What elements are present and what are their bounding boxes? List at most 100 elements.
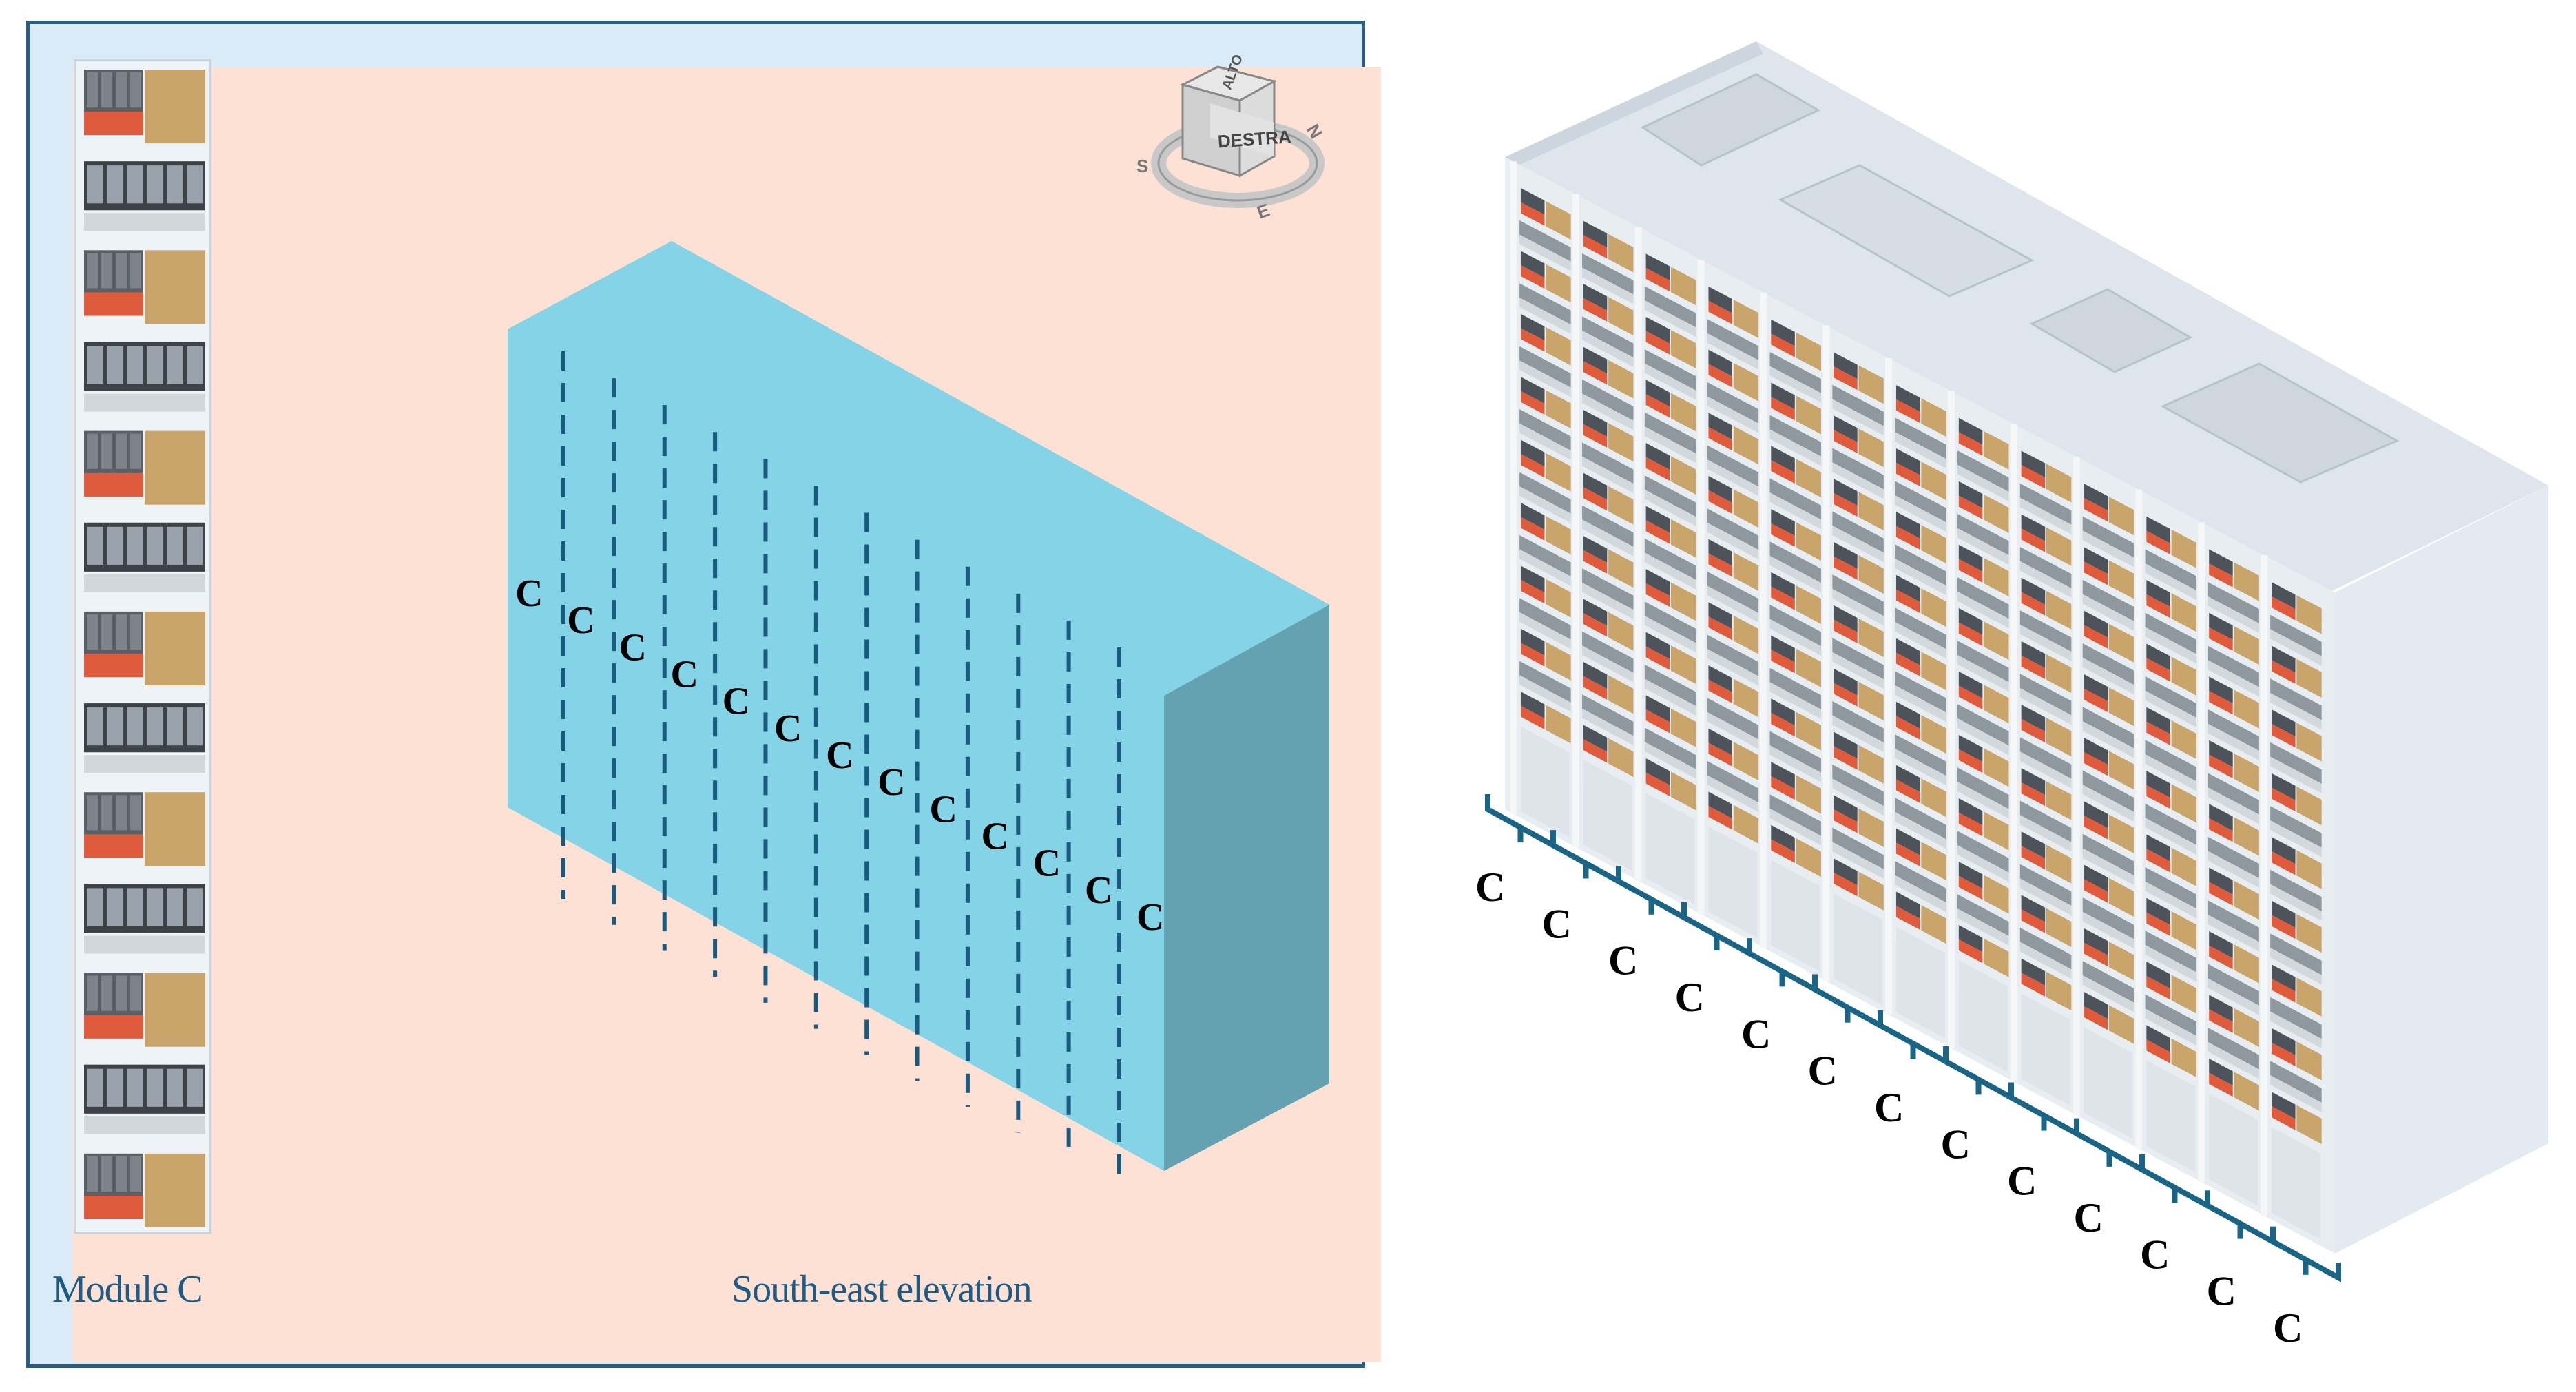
facade-balcony (1895, 748, 1946, 786)
facade-balcony (1832, 652, 1884, 689)
facade-red-panel (1895, 652, 1920, 676)
facade-window (1520, 692, 1545, 719)
window-pane (101, 72, 112, 108)
facade-glazing (1957, 514, 2009, 556)
facade-pilotis-bay (1583, 760, 1632, 871)
facade-window (1520, 377, 1545, 404)
facade-window (1895, 765, 1920, 792)
facade-brick (1733, 489, 1759, 528)
facade-brick (2296, 1105, 2322, 1145)
facade-red-panel (1583, 739, 1608, 763)
facade-window (1834, 352, 1858, 380)
facade-red-panel (1834, 746, 1858, 770)
facade-brick (1608, 233, 1634, 273)
facade-pilotis-bay (1895, 926, 1945, 1039)
facade-window (1958, 544, 1983, 572)
facade-balcony (1519, 549, 1571, 586)
glazing-pane (107, 346, 123, 384)
facade-brick (1796, 585, 1821, 624)
facade-balcony (1957, 591, 2009, 629)
facade-glazing (2208, 900, 2259, 942)
facade-brick (1733, 362, 1759, 402)
facade-balcony (2145, 945, 2197, 982)
window-pane (101, 253, 112, 289)
facade-balcony (1707, 775, 1759, 812)
facade-window (1834, 858, 1858, 886)
facade-window (2146, 580, 2170, 607)
window-pane (101, 795, 112, 831)
facade-glazing (1895, 607, 1946, 650)
facade-red-panel (2021, 655, 2046, 679)
facade-brick (2234, 1072, 2259, 1111)
facade-glazing (1832, 827, 1884, 870)
module-glazing (84, 884, 205, 933)
facade-brick (1858, 745, 1884, 784)
facade-window (1895, 891, 1920, 919)
facade-red-panel (1895, 779, 1920, 803)
facade-window (1583, 599, 1608, 626)
glazing-pane (87, 526, 103, 565)
facade-brick (1858, 365, 1884, 404)
facade-red-panel (1645, 267, 1670, 292)
facade-glazing (2082, 707, 2134, 749)
facade-red-panel (1583, 235, 1608, 259)
facade-glazing (1644, 286, 1696, 328)
facade-window (1834, 605, 1858, 632)
facade-window (1583, 346, 1608, 374)
facade-balcony (2019, 942, 2072, 979)
facade-balcony (1581, 456, 1634, 493)
facade-window (1834, 795, 1858, 822)
facade-balcony (1644, 363, 1696, 400)
facade-red-panel (2084, 1006, 2108, 1030)
facade-balcony (1644, 615, 1696, 653)
facade-brick (2296, 1041, 2322, 1081)
facade-glazing (2145, 866, 2197, 909)
facade-window (1771, 446, 1795, 473)
glazing-pane (187, 346, 203, 384)
cube-front-face[interactable] (1210, 103, 1274, 156)
facade-glazing (2270, 997, 2322, 1039)
facade-red-panel (1708, 553, 1732, 577)
facade-balcony (2082, 530, 2134, 568)
module-red-panel (84, 112, 143, 136)
facade-balcony (2270, 820, 2322, 858)
facade-balcony (1895, 685, 1946, 723)
facade-red-panel (1834, 872, 1858, 897)
facade-window (2084, 610, 2108, 638)
roof-structure-3 (2029, 288, 2193, 373)
facade-brick (1608, 549, 1634, 588)
facade-glazing (2145, 803, 2197, 845)
facade-glazing (1644, 349, 1696, 391)
facade-window (1958, 862, 1983, 889)
facade-glazing (2208, 773, 2259, 815)
facade-window (1520, 628, 1545, 656)
facade-balcony (1581, 582, 1634, 619)
facade-brick (1670, 708, 1696, 747)
module-glazing (84, 1064, 205, 1114)
facade-glazing (1644, 475, 1696, 517)
facade-window (1645, 695, 1670, 723)
facade-red-panel (1645, 457, 1670, 481)
facade-red-panel (1958, 432, 1983, 456)
facade-window (1895, 701, 1920, 729)
facade-balcony (1707, 333, 1759, 370)
facade-red-panel (2021, 909, 2046, 933)
facade-balcony (1769, 492, 1821, 530)
window-pane (116, 433, 127, 469)
facade-window (2209, 1058, 2233, 1086)
facade-red-panel (1771, 712, 1795, 737)
facade-brick (2296, 658, 2322, 698)
facade-balcony (1519, 486, 1571, 523)
facade-glazing (1895, 861, 1946, 903)
facade-brick (1608, 360, 1634, 399)
facade-balcony (2019, 815, 2072, 852)
facade-brick (2171, 720, 2197, 760)
facade-pilotis-bay (1708, 827, 1758, 938)
window-pane (130, 975, 141, 1011)
facade-brick (2108, 814, 2134, 853)
facade-glazing (1519, 598, 1571, 640)
facade-balcony (2019, 751, 2072, 789)
view-cube[interactable]: DESTRA ALTO S N E (1136, 52, 1327, 222)
facade-pilotis-bay (2272, 1127, 2320, 1240)
module-brick (145, 430, 205, 505)
